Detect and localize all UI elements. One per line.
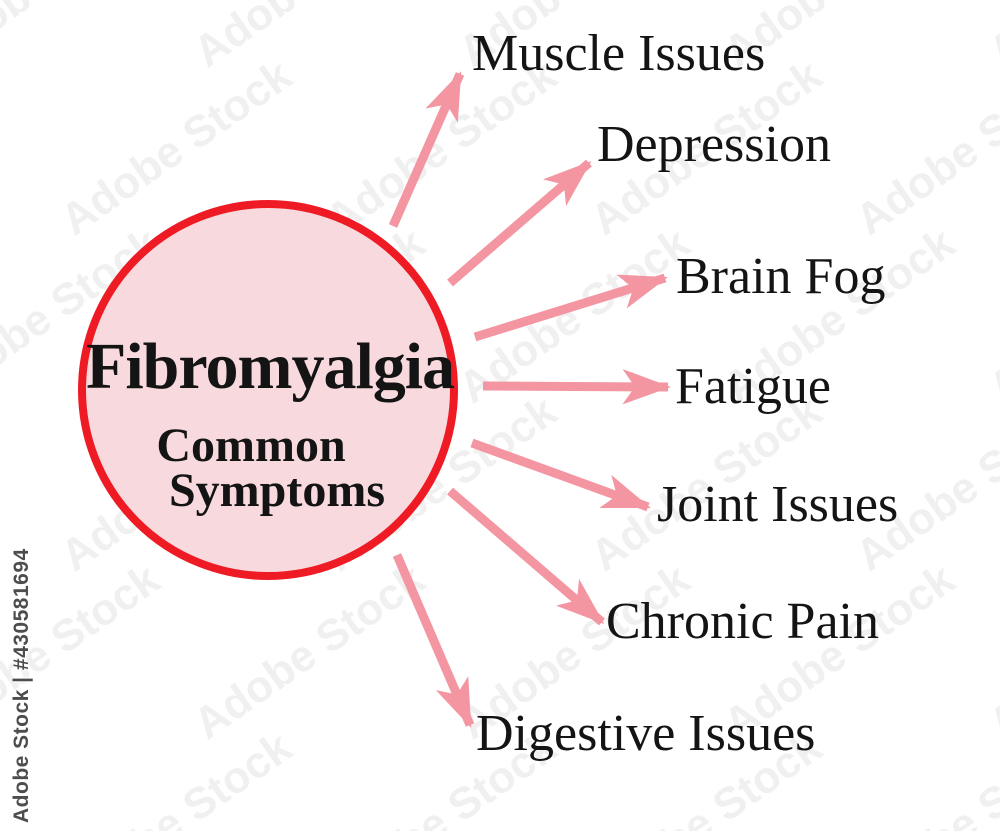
arrow-chronic-pain (447, 487, 605, 626)
symptom-label-chronic-pain: Chronic Pain (606, 593, 879, 650)
arrow-brain-fog (473, 273, 668, 342)
arrow-joint-issues (470, 438, 651, 512)
watermark-tile: Adobe Stock (846, 50, 1000, 245)
watermark-tile: Adobe Stock (847, 722, 1000, 831)
central-circle: Fibromyalgia Common Symptoms (78, 200, 458, 580)
circle-title: Fibromyalgia (86, 330, 455, 403)
symptom-label-brain-fog: Brain Fog (676, 248, 886, 305)
watermark-tile: Adobe Stock (449, 218, 699, 413)
watermark-tile: Adobe Stock (979, 218, 1000, 413)
symptom-label-fatigue: Fatigue (675, 358, 831, 415)
circle-subtitle-line1: Common (156, 419, 346, 472)
arrow-depression (447, 159, 592, 287)
symptom-label-muscle-issues: Muscle Issues (472, 25, 766, 82)
watermark-tile: Adobe Stock (51, 722, 301, 831)
symptom-label-digestive-issues: Digestive Issues (476, 705, 816, 762)
symptom-label-joint-issues: Joint Issues (657, 476, 899, 533)
watermark-tile: Adobe Stock (979, 554, 1000, 749)
watermark-tile: Adobe Stock (185, 0, 434, 78)
symptom-label-depression: Depression (597, 116, 831, 173)
arrow-muscle-issues (388, 71, 465, 228)
watermark-tile: Adobe Stock (0, 0, 169, 78)
watermark-tile: Adobe Stock (184, 554, 434, 749)
arrow-fatigue (482, 369, 672, 405)
arrow-digestive-issues (392, 553, 475, 728)
stock-credit-text: Adobe Stock | #430581694 (10, 548, 33, 823)
circle-subtitle-line2: Symptoms (168, 464, 386, 517)
watermark-tile: Adobe Stock (980, 0, 1000, 78)
